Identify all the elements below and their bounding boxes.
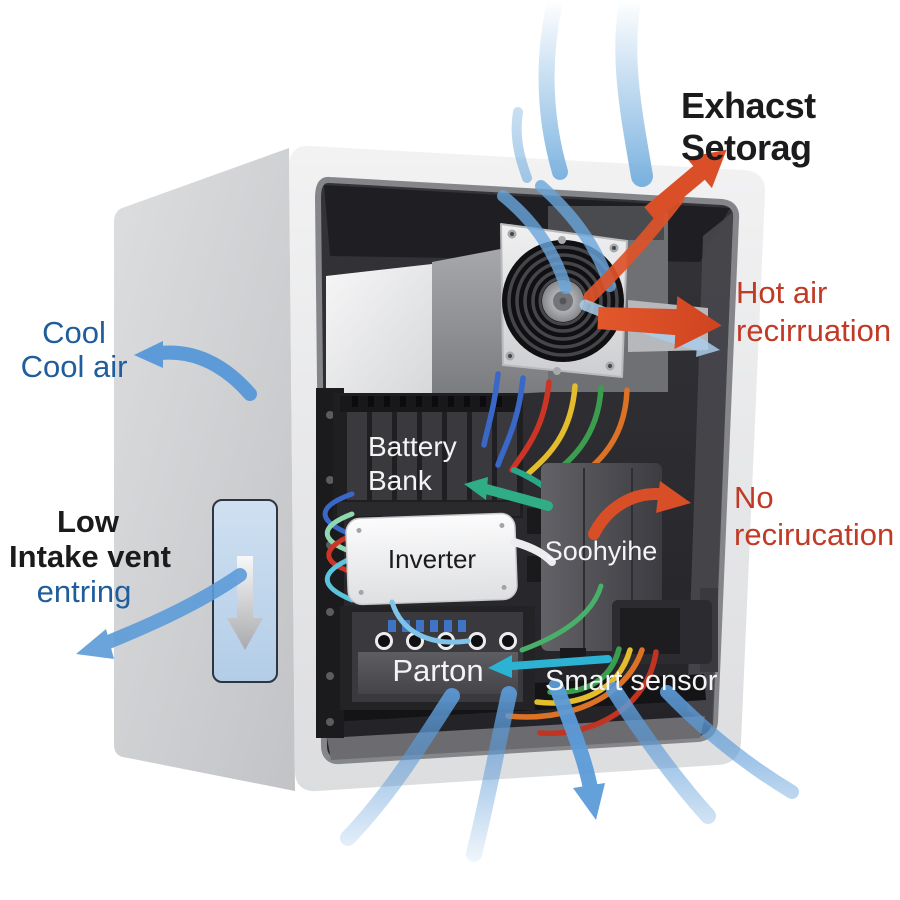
bottom-exit-arrow-icon	[548, 678, 605, 820]
hot-air-label-line1: Hot air	[736, 275, 827, 310]
cool-air-label-line2: Cool air	[21, 349, 128, 384]
parton-arrow-icon	[488, 655, 612, 678]
smart-sensor-module	[612, 588, 718, 672]
battery-label-line2: Bank	[368, 465, 433, 496]
inverter-cable	[510, 538, 556, 566]
intake-label-line1: Low	[57, 504, 120, 539]
hot-air-label-line2: recirruation	[736, 313, 891, 348]
intake-label-line3: entring	[37, 574, 132, 609]
label-cool-air: Cool Cool air	[21, 315, 128, 384]
battery-terminals	[352, 396, 502, 407]
inverter-module	[345, 512, 518, 606]
wire-bundle-left	[322, 491, 355, 603]
battery-label-line1: Battery	[368, 431, 457, 462]
label-hot-air: Hot air recirruation	[736, 275, 891, 348]
parton-label: Parton	[392, 653, 483, 688]
fan-grille	[502, 240, 624, 362]
label-intake-vent: Low Intake vent entring	[9, 504, 171, 609]
hot-air-arrow-icon	[597, 296, 722, 350]
label-no-recirculation: No recirucation	[734, 480, 894, 552]
interior-right-wall	[687, 212, 733, 728]
fan-screws	[505, 229, 619, 375]
exhaust-airflow-icon	[511, 0, 653, 187]
smart-sensor-label: Smart sensor	[545, 665, 718, 697]
exhaust-label-line2: Setorag	[681, 127, 812, 168]
no-recirc-label-line2: recirucation	[734, 517, 894, 552]
controller-label: Soohyihe	[545, 536, 658, 566]
intake-label-line2: Intake vent	[9, 539, 171, 574]
exhaust-label-line1: Exhacst	[681, 85, 816, 126]
enclosure-left-panel	[114, 148, 295, 791]
cool-air-arrow-icon	[134, 341, 257, 401]
battery-airflow-arrow-icon	[464, 477, 553, 511]
bottom-airflow-icon	[340, 682, 799, 862]
recirculation-arrow-icon	[588, 481, 691, 540]
wire-bundle-parton	[389, 583, 604, 653]
inverter-label: Inverter	[388, 544, 476, 574]
no-recirc-label-line1: No	[734, 480, 774, 515]
label-battery-bank: Battery Bank	[368, 431, 457, 496]
vent-down-arrow-icon	[227, 556, 263, 650]
exhaust-fan-icon	[500, 223, 628, 378]
label-exhaust: Exhacst Setorag	[681, 85, 817, 168]
cool-air-label-line1: Cool	[42, 315, 106, 350]
intake-airflow-arrow-icon	[76, 568, 247, 659]
exhaust-arrow-icon	[644, 149, 727, 221]
ceiling-duct-box	[326, 264, 432, 402]
